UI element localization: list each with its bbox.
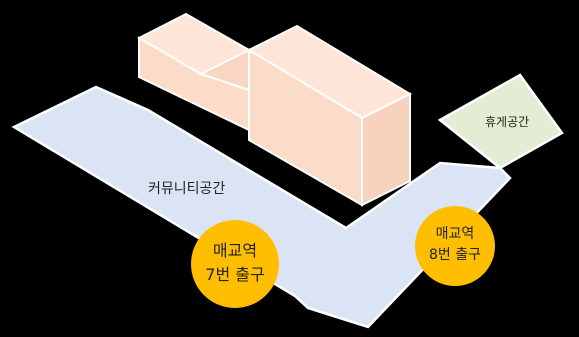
community-space-label: 커뮤니티공간	[148, 181, 225, 197]
building	[136, 12, 413, 207]
rest-area-label: 휴게공간	[485, 115, 529, 129]
rest-area-fill	[437, 73, 564, 170]
community-space-fill	[11, 85, 512, 329]
exit-8-number-label: 8번 출구	[429, 247, 481, 263]
exit-7-number-label: 7번 출구	[205, 265, 264, 284]
exit-8-station-label: 매교역	[436, 226, 475, 242]
community-space-zone	[11, 85, 512, 329]
exit-7-station-label: 매교역	[213, 241, 257, 260]
building-side	[361, 92, 411, 207]
exit-7-marker: 매교역 7번 출구	[191, 220, 279, 308]
rest-area-zone	[437, 73, 564, 170]
exit-8-marker: 매교역 8번 출구	[415, 206, 495, 286]
exit-8-circle	[415, 206, 495, 286]
exit-7-circle	[191, 220, 279, 308]
